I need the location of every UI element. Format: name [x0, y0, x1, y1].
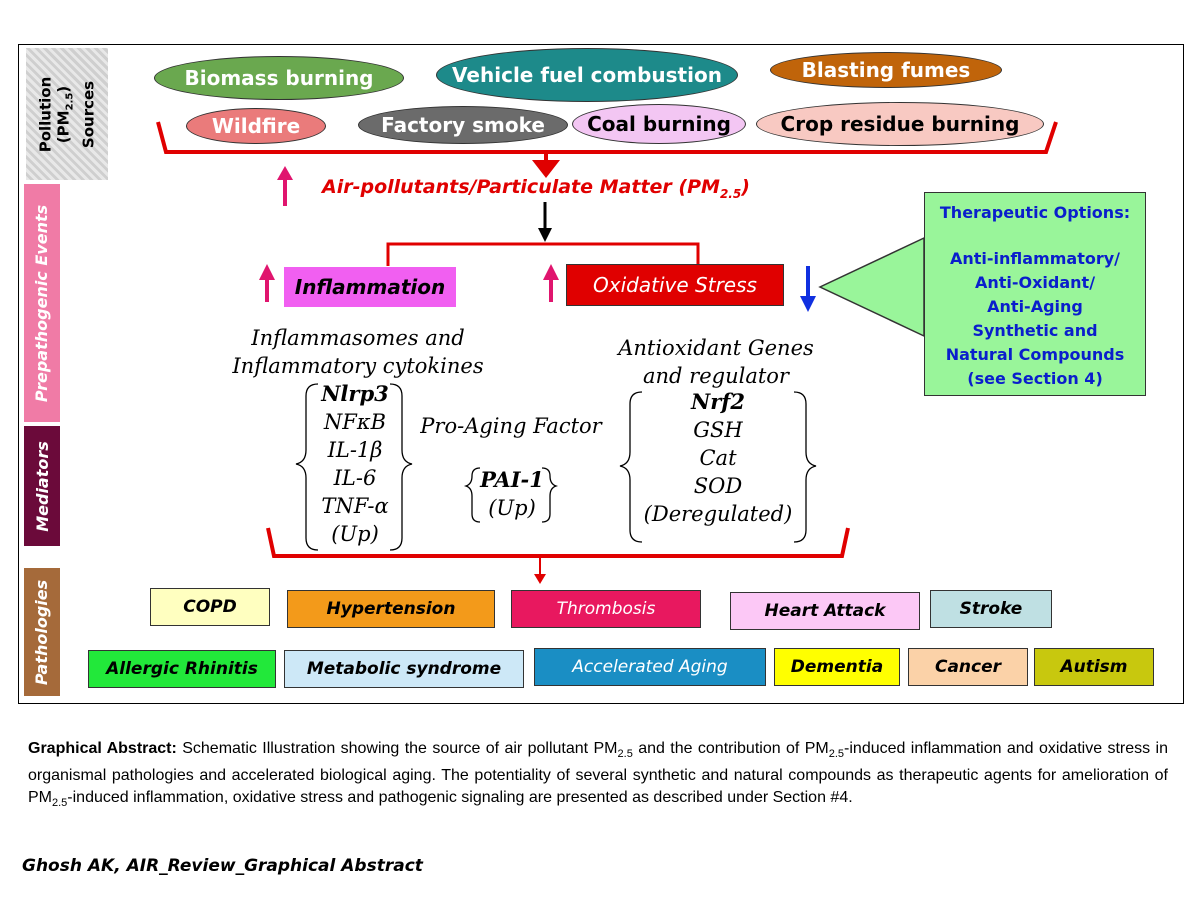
therapeutic-line: Natural Compounds — [945, 345, 1125, 364]
diagram-frame — [18, 44, 1184, 704]
pathology-metabolic-syndrome: Metabolic syndrome — [284, 650, 524, 688]
source-biomass-burning: Biomass burning — [154, 56, 404, 100]
mediator-deregulated: (Deregulated) — [643, 502, 793, 526]
bracket-to-pm-arrowhead — [532, 160, 560, 178]
sidebar-pathologies: Pathologies — [24, 568, 60, 696]
mediator-nrf2: Nrf2 — [691, 389, 745, 414]
aging-right-brace — [541, 467, 559, 523]
mediators-bracket — [266, 527, 850, 558]
therapeutic-line: Synthetic and — [972, 321, 1098, 340]
branch-lines — [386, 242, 700, 266]
inflammation-box: Inflammation — [284, 267, 456, 307]
inflam-left-brace — [295, 383, 319, 551]
therapeutic-line: (see Section 4) — [967, 369, 1103, 388]
mediator-il1b: IL-1β — [327, 438, 383, 462]
pathology-heart-attack: Heart Attack — [730, 592, 920, 630]
oxidative-up-arrowhead — [543, 264, 559, 280]
mediator-nlrp3: Nlrp3 — [321, 381, 389, 406]
oxidative-stress-box: Oxidative Stress — [566, 264, 784, 306]
source-coal-burning: Coal burning — [572, 104, 746, 144]
therapeutic-title: Therapeutic Options: — [939, 203, 1131, 222]
antiox-right-brace — [793, 391, 817, 543]
pathology-autism: Autism — [1034, 648, 1154, 686]
pathology-allergic-rhinitis: Allergic Rhinitis — [88, 650, 276, 688]
antiox-heading: Antioxidant Genes and regulator — [618, 336, 814, 388]
sources-bracket — [156, 121, 1058, 154]
sidebar-mediators: Mediators — [24, 426, 60, 546]
inflam-heading: Inflammasomes and Inflammatory cytokines — [232, 326, 484, 378]
source-crop-residue-burning: Crop residue burning — [756, 102, 1044, 146]
figure-caption: Graphical Abstract: Schematic Illustrati… — [28, 740, 1169, 810]
pathology-accelerated-aging: Accelerated Aging — [534, 648, 766, 686]
pathology-arrowhead — [534, 574, 546, 584]
pathology-cancer: Cancer — [908, 648, 1028, 686]
mediator-sod: SOD — [693, 474, 743, 498]
source-blasting-fumes: Blasting fumes — [770, 52, 1002, 88]
therapeutic-line: Anti-Aging — [987, 297, 1083, 316]
pm-down-arrowhead — [538, 228, 552, 242]
mediator-il6: IL-6 — [333, 466, 377, 490]
pathology-thrombosis: Thrombosis — [511, 590, 701, 628]
source-vehicle-fuel-combustion: Vehicle fuel combustion — [436, 48, 738, 102]
pathology-copd: COPD — [150, 588, 270, 626]
aging-items: PAI-1 (Up) — [474, 466, 550, 522]
mediator-gsh: GSH — [693, 418, 743, 442]
pm-up-arrowhead — [277, 166, 293, 180]
source-wildfire: Wildfire — [186, 108, 326, 144]
antiox-items: Nrf2 GSH Cat SOD (Deregulated) — [632, 388, 804, 528]
sidebar-prepathogenic: Prepathogenic Events — [24, 184, 60, 422]
therapeutic-options-box: Therapeutic Options: Anti-inflammatory/ … — [924, 192, 1146, 396]
mediator-cat: Cat — [699, 446, 737, 470]
oxidative-down-arrowhead — [800, 296, 816, 312]
sidebar-pollution-sources: Pollution (PM2.5) Sources — [26, 48, 108, 180]
source-factory-smoke: Factory smoke — [358, 106, 568, 144]
inflam-items: Nlrp3 NFκB IL-1β IL-6 TNF-α (Up) — [308, 380, 402, 548]
therapeutic-line: Anti-inflammatory/ — [949, 249, 1121, 268]
pm-label: Air-pollutants/Particulate Matter (PM2.5… — [322, 176, 750, 201]
pathology-hypertension: Hypertension — [287, 590, 495, 628]
pathology-dementia: Dementia — [774, 648, 900, 686]
antiox-left-brace — [619, 391, 643, 543]
inflam-right-brace — [389, 383, 413, 551]
mediator-pai1: PAI-1 — [480, 467, 544, 492]
pathology-stroke: Stroke — [930, 590, 1052, 628]
therapeutic-line: Anti-Oxidant/ — [974, 273, 1096, 292]
aging-left-brace — [463, 467, 481, 523]
mediator-inflam-up: (Up) — [331, 522, 379, 546]
mediator-tnfa: TNF-α — [321, 494, 389, 518]
aging-heading: Pro-Aging Factor — [420, 414, 602, 438]
credit-line: Ghosh AK, AIR_Review_Graphical Abstract — [22, 856, 423, 876]
inflammation-up-arrowhead — [259, 264, 275, 280]
mediator-nfkb: NFκB — [323, 410, 387, 434]
therapeutic-arrow-head — [818, 236, 925, 338]
mediator-aging-up: (Up) — [488, 496, 536, 520]
